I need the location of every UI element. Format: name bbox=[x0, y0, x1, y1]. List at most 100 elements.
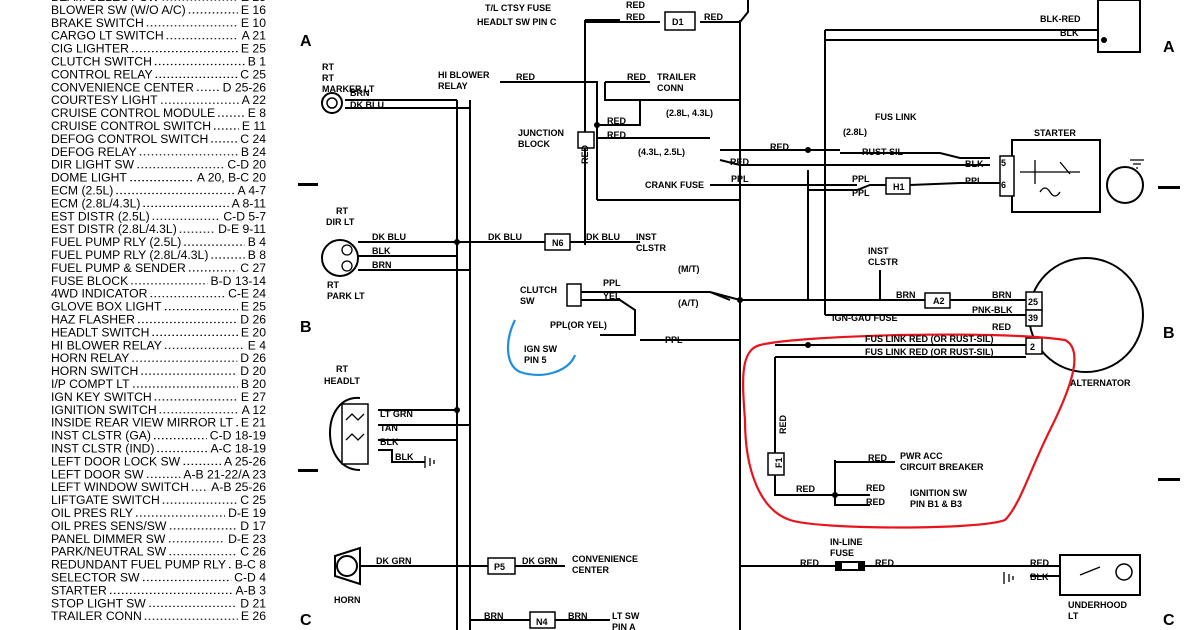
label-ppl-6: PPL bbox=[665, 335, 683, 345]
rt-dir-park-lamp bbox=[321, 239, 359, 277]
index-entry-ref: E 11 bbox=[242, 119, 266, 133]
component-index: BEAM SELECT SWE 25BLOWER SW (W/O A/C)E 1… bbox=[51, 0, 266, 623]
index-entry-ref: C 24 bbox=[240, 132, 266, 146]
label-ppl-1: PPL bbox=[731, 174, 749, 184]
index-entry-ref: B 8 bbox=[248, 248, 267, 262]
connector-n4 bbox=[529, 611, 556, 629]
index-entry-name: I/P COMPT LT bbox=[51, 377, 130, 391]
label-mt: (M/T) bbox=[678, 264, 700, 274]
index-entry-ref: A-B 21-22/A 23 bbox=[183, 467, 266, 481]
label-eng-28: (2.8L) bbox=[843, 127, 867, 137]
label-eng-43-25: (4.3L, 2.5L) bbox=[638, 147, 685, 157]
zone-a-left: A bbox=[300, 33, 312, 50]
index-entry-name: GLOVE BOX LIGHT bbox=[51, 300, 162, 314]
index-entry-ref: C-D 20 bbox=[227, 158, 266, 172]
label-a2: A2 bbox=[933, 296, 945, 306]
index-entry-name: PANEL DIMMER SW bbox=[51, 532, 166, 546]
junction-dots bbox=[454, 122, 838, 498]
label-brn-1: BRN bbox=[350, 88, 370, 98]
underhood-light bbox=[1059, 554, 1141, 596]
index-entry-ref: B 24 bbox=[241, 145, 266, 159]
label-starter: STARTER bbox=[1034, 128, 1076, 138]
index-entry-name: EST DISTR (2.8L/4.3L) bbox=[51, 222, 177, 236]
blue-highlight-bracket bbox=[507, 319, 577, 376]
label-blk-3: BLK bbox=[372, 246, 391, 256]
index-entry-ref: D 21 bbox=[240, 596, 266, 610]
label-red-10: RED bbox=[992, 322, 1012, 332]
label-red-vert: RED bbox=[580, 144, 590, 164]
index-entry-ref: E 21 bbox=[241, 416, 266, 430]
index-entry-ref: E 16 bbox=[241, 3, 266, 17]
connector-a2 bbox=[924, 292, 951, 309]
label-crank-fuse: CRANK FUSE bbox=[645, 180, 704, 190]
label-fus-link-red-rust-1: FUS LINK RED (OR RUST-SIL) bbox=[865, 334, 994, 344]
index-entry-ref: C-D 18-19 bbox=[210, 429, 266, 443]
index-entry-name: HEADLT SWITCH bbox=[51, 325, 149, 339]
index-entry-name: DEFOG RELAY bbox=[51, 145, 137, 159]
label-pin-39: 39 bbox=[1028, 313, 1038, 323]
index-entry-name: PARK/NEUTRAL SW bbox=[51, 545, 167, 559]
index-entry-name: HORN RELAY bbox=[51, 351, 129, 365]
label-pin-5: 5 bbox=[1001, 158, 1006, 168]
index-entry-ref: B 1 bbox=[248, 55, 267, 69]
index-entry-ref: E 20 bbox=[241, 325, 266, 339]
index-entry-ref: C-D 5-7 bbox=[223, 209, 266, 223]
red-highlight-circle bbox=[742, 333, 1076, 529]
label-tan: TAN bbox=[380, 423, 398, 433]
label-blk-6: BLK bbox=[1030, 572, 1049, 582]
index-entry-ref: A-B 25-26 bbox=[211, 480, 266, 494]
index-entry-name: IGN KEY SWITCH bbox=[51, 390, 152, 404]
label-red-14: RED bbox=[866, 497, 886, 507]
index-entry-name: FUEL PUMP RLY (2.5L) bbox=[51, 235, 181, 249]
label-red-2: RED bbox=[626, 12, 646, 22]
index-entry-name: STARTER bbox=[51, 583, 107, 597]
label-tl-ctsy-fuse: T/L CTSY FUSE bbox=[485, 3, 551, 13]
index-entry-ref: C-E 24 bbox=[228, 287, 266, 301]
label-horn: HORN bbox=[334, 595, 361, 605]
ground-symbols bbox=[424, 159, 1144, 584]
index-entry-name: LIFTGATE SWITCH bbox=[51, 493, 160, 507]
index-entry-ref: A 8-11 bbox=[232, 196, 267, 210]
index-entry-ref: D-E 9-11 bbox=[218, 222, 266, 236]
index-entry-name: FUSE BLOCK bbox=[51, 274, 128, 288]
index-entry-ref: A 12 bbox=[242, 403, 267, 417]
zone-a-right: A bbox=[1163, 39, 1175, 56]
fuse-f1 bbox=[767, 452, 785, 476]
index-entry-ref: C 25 bbox=[240, 67, 266, 81]
index-entry-name: HAZ FLASHER bbox=[51, 313, 135, 327]
index-entry-ref: B-C 8 bbox=[235, 558, 266, 572]
zone-b-left: B bbox=[300, 319, 312, 336]
index-entry-ref: A-B 3 bbox=[236, 583, 267, 597]
rt-headlight bbox=[329, 396, 369, 471]
horn bbox=[334, 546, 361, 586]
label-blk-4: BLK bbox=[380, 437, 399, 447]
label-dk-blu-4: DK BLU bbox=[586, 232, 620, 242]
index-entry-name: CLUTCH SWITCH bbox=[51, 55, 152, 69]
index-entry-name: INST CLSTR (IND) bbox=[51, 442, 154, 456]
connector-h1 bbox=[885, 177, 911, 195]
index-entry-ref: A 22 bbox=[242, 93, 267, 107]
index-entry-name: HI BLOWER RELAY bbox=[51, 338, 162, 352]
index-entry-name: DOME LIGHT bbox=[51, 171, 127, 185]
label-dk-blu-1: DK BLU bbox=[350, 100, 384, 110]
index-entry-name: CARGO LT SWITCH bbox=[51, 29, 164, 43]
index-entry-ref: B-D 13-14 bbox=[210, 274, 266, 288]
zone-divider-right-1 bbox=[1158, 186, 1180, 189]
label-red-4: RED bbox=[516, 72, 536, 82]
label-blk-5: BLK bbox=[395, 452, 414, 462]
label-pin-6: 6 bbox=[1001, 180, 1006, 190]
index-entry-ref: E 25 bbox=[241, 300, 266, 314]
index-entry-name: OIL PRES RLY bbox=[51, 506, 133, 520]
index-entry-ref: A 21 bbox=[242, 29, 267, 43]
index-entry-ref: A 25-26 bbox=[224, 454, 266, 468]
index-entry-ref: A-C 18-19 bbox=[210, 442, 266, 456]
top-right-relay bbox=[1097, 0, 1141, 53]
label-pnk-blk: PNK-BLK bbox=[972, 305, 1013, 315]
label-alternator: ALTERNATOR bbox=[1070, 378, 1131, 388]
index-entry-name: BLOWER SW (W/O A/C) bbox=[51, 3, 186, 17]
